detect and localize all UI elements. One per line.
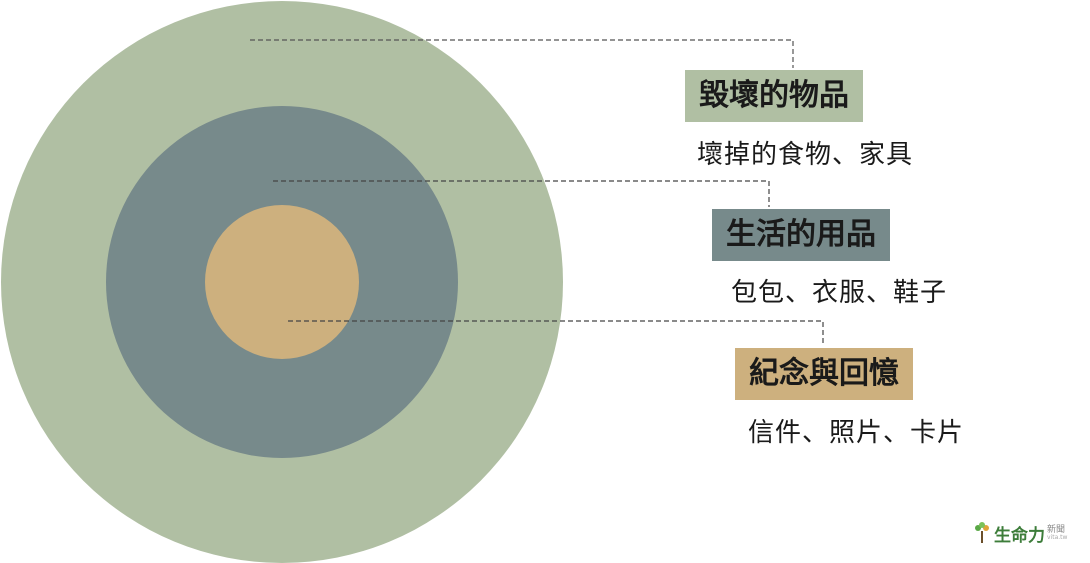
logo-small-cn: 新聞 (1047, 524, 1066, 535)
middle-layer-title: 生活的用品 (712, 209, 890, 261)
tree-icon (975, 522, 989, 543)
connector-outer (250, 39, 794, 68)
inner-layer-title: 紀念與回憶 (735, 348, 913, 400)
outer-layer-title: 毀壞的物品 (685, 70, 863, 122)
inner-layer-items: 信件、照片、卡片 (748, 418, 965, 448)
connector-mid (273, 180, 770, 207)
outer-layer-items: 壞掉的食物、家具 (697, 140, 914, 170)
inner-circle (205, 205, 359, 359)
brand-logo: 生命力 新聞 vita.tw (974, 518, 1067, 548)
middle-layer-items: 包包、衣服、鞋子 (731, 278, 948, 308)
connector-inner (288, 320, 824, 346)
logo-subtext: 新聞 vita.tw (1047, 524, 1068, 541)
logo-name: 生命力 (994, 525, 1045, 546)
logo-small-en: vita.tw (1047, 533, 1068, 541)
